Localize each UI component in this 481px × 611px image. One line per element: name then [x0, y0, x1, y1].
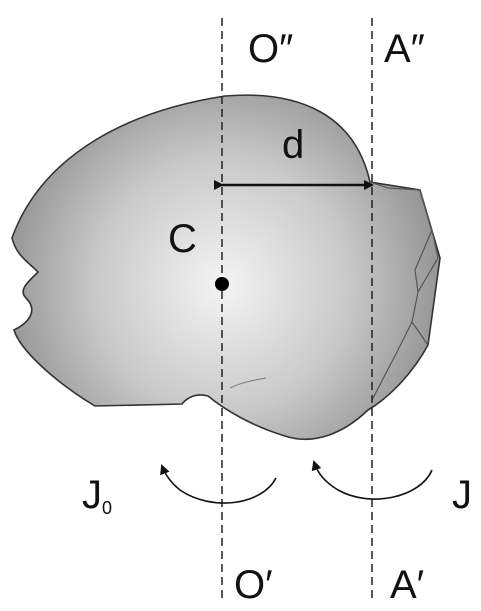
label-moment-right: J: [452, 473, 472, 517]
label-axis-top-right: A″: [384, 27, 425, 71]
label-center: C: [168, 217, 197, 261]
rigid-body-shape: [11, 94, 441, 441]
label-distance: d: [282, 123, 304, 167]
label-moment-left-subscript: 0: [102, 498, 112, 518]
rotation-arrow-right: [311, 460, 433, 500]
label-axis-bottom-right: A′: [390, 563, 424, 606]
label-moment-left: J0: [82, 473, 112, 518]
center-of-mass-dot: [215, 277, 229, 291]
label-axis-top-left: O″: [248, 27, 293, 71]
rotation-arrow-left: [160, 464, 277, 504]
label-axis-bottom-left: O′: [234, 563, 273, 606]
body-facet-lines: [369, 181, 439, 401]
label-moment-left-main: J: [82, 473, 102, 517]
body-crease: [229, 377, 267, 389]
